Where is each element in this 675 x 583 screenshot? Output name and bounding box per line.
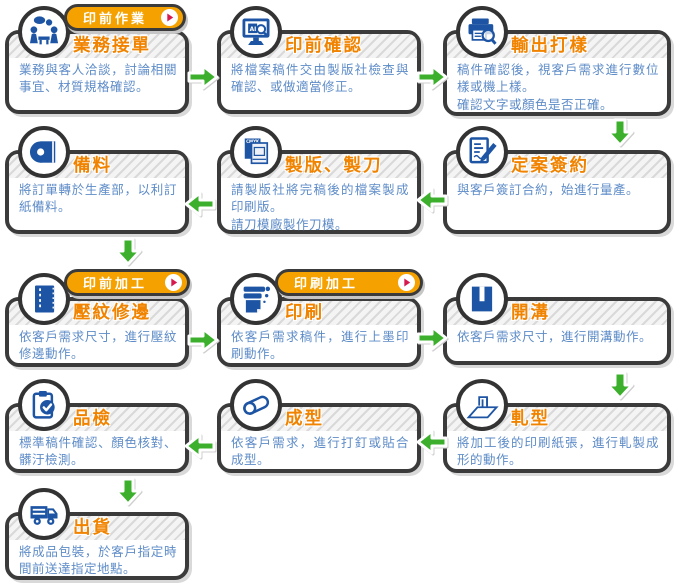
card-title: 製版、製刀 [285, 156, 383, 176]
arrow-left-icon [184, 191, 216, 217]
paper-roll-icon [18, 126, 70, 178]
arrow-right-icon [416, 325, 448, 351]
card-emboss-trim: 壓紋修邊 依客戶需求尺寸，進行壓紋修邊動作。 [5, 273, 189, 367]
arrow-down-icon [606, 371, 634, 400]
groove-icon [456, 273, 508, 325]
section-badge-label: 印刷加工 [294, 277, 359, 292]
card-output-proof: 輸出打樣 稿件確認後，視客戶需求進行數位樣或機上樣。 確認文字或顏色是否正確。 [443, 6, 671, 116]
card-description: 與客戶簽訂合約，始進行量產。 [457, 182, 640, 197]
card-title: 品檢 [73, 409, 112, 429]
arrow-left-icon [416, 429, 448, 455]
card-title: 定案簽約 [511, 156, 589, 176]
card-quality-inspection: 品檢 標準稿件確認、顏色核對、髒汙檢測。 [5, 379, 189, 473]
card-printing: 印刷 依客戶需求稿件，進行上墨印刷動作。 [217, 273, 421, 367]
card-title: 壓紋修邊 [73, 303, 151, 323]
arrow-left-icon [416, 187, 448, 213]
card-description: 請製版社將完稿後的檔案製成印刷版。 請刀模廠製作刀模。 [231, 182, 409, 232]
section-badge-label: 印前加工 [83, 277, 148, 292]
die-cut-icon [456, 379, 508, 431]
card-description: 依客戶需求稿件，進行上墨印刷動作。 [231, 329, 409, 362]
play-icon[interactable] [165, 274, 182, 291]
card-description: 將加工後的印刷紙張，進行軋製成形的動作。 [457, 435, 659, 468]
emboss-trim-icon [18, 273, 70, 325]
card-contract-signing: 定案簽約 與客戶簽訂合約，始進行量產。 [443, 126, 671, 234]
arrow-left-icon [184, 433, 216, 459]
delivery-truck-icon [18, 488, 70, 540]
contract-pen-icon [456, 126, 508, 178]
section-badge-prepress[interactable]: 印前作業 [64, 4, 186, 31]
card-plate-die-making: 製版、製刀 請製版社將完稿後的檔案製成印刷版。 請刀模廠製作刀模。 CMYK [217, 126, 421, 234]
meeting-icon [18, 6, 70, 58]
arrow-right-icon [416, 64, 448, 90]
svg-text:AI: AI [250, 27, 257, 33]
card-die-cutting: 軋型 將加工後的印刷紙張，進行軋製成形的動作。 [443, 379, 671, 473]
card-forming: 成型 依客戶需求，進行打釘或貼合成型。 [217, 379, 421, 473]
card-title: 備料 [73, 156, 112, 176]
card-title: 印前確認 [285, 36, 363, 56]
card-material-prep: 備料 將訂單轉於生產部，以利訂紙備料。 [5, 126, 189, 234]
card-description: 將成品包裝，於客戶指定時間前送達指定地點。 [19, 544, 177, 577]
card-description: 稿件確認後，視客戶需求進行數位樣或機上樣。 確認文字或顏色是否正確。 [457, 62, 659, 112]
card-description: 依客戶需求，進行打釘或貼合成型。 [231, 435, 409, 468]
arrow-down-icon [606, 118, 634, 147]
arrow-right-icon [187, 64, 219, 90]
arrow-down-icon [114, 477, 142, 506]
card-description: 將檔案稿件交由製版社檢查與確認、或做適當修正。 [231, 62, 409, 95]
card-title: 出貨 [73, 518, 112, 538]
arrow-down-icon [114, 237, 142, 266]
card-description: 標準稿件確認、顏色核對、髒汙檢測。 [19, 435, 177, 468]
card-title: 軋型 [511, 409, 550, 429]
card-title: 業務接單 [73, 36, 151, 56]
card-prepress-confirm: 印前確認 將檔案稿件交由製版社檢查與確認、或做適當修正。 AI [217, 6, 421, 114]
play-icon[interactable] [161, 9, 178, 26]
monitor-check-icon: AI [230, 6, 282, 58]
card-title: 輸出打樣 [511, 36, 589, 56]
section-badge-prepress-finishing[interactable]: 印前加工 [64, 269, 190, 296]
card-description: 業務與客人洽談，討論相關事宜、材質規格確認。 [19, 62, 177, 95]
cmyk-plates-icon: CMYK [230, 126, 282, 178]
play-icon[interactable] [398, 274, 415, 291]
printer-search-icon [456, 6, 508, 58]
card-title: 成型 [285, 409, 324, 429]
card-business-order: 業務接單 業務與客人洽談，討論相關事宜、材質規格確認。 [5, 6, 189, 114]
card-description: 依客戶需求尺寸，進行開溝動作。 [457, 329, 653, 344]
card-title: 開溝 [511, 303, 550, 323]
card-description: 依客戶需求尺寸，進行壓紋修邊動作。 [19, 329, 177, 362]
roller-forming-icon [230, 379, 282, 431]
svg-text:CMYK: CMYK [246, 139, 260, 144]
card-shipping: 出貨 將成品包裝，於客戶指定時間前送達指定地點。 [5, 488, 189, 580]
section-badge-print-finishing[interactable]: 印刷加工 [275, 269, 423, 296]
quality-check-icon [18, 379, 70, 431]
arrow-right-icon [187, 327, 219, 353]
card-description: 將訂單轉於生產部，以利訂紙備料。 [19, 182, 177, 215]
card-title: 印刷 [285, 303, 324, 323]
card-grooving: 開溝 依客戶需求尺寸，進行開溝動作。 [443, 273, 671, 365]
section-badge-label: 印前作業 [83, 12, 148, 27]
printing-press-icon [230, 273, 282, 325]
